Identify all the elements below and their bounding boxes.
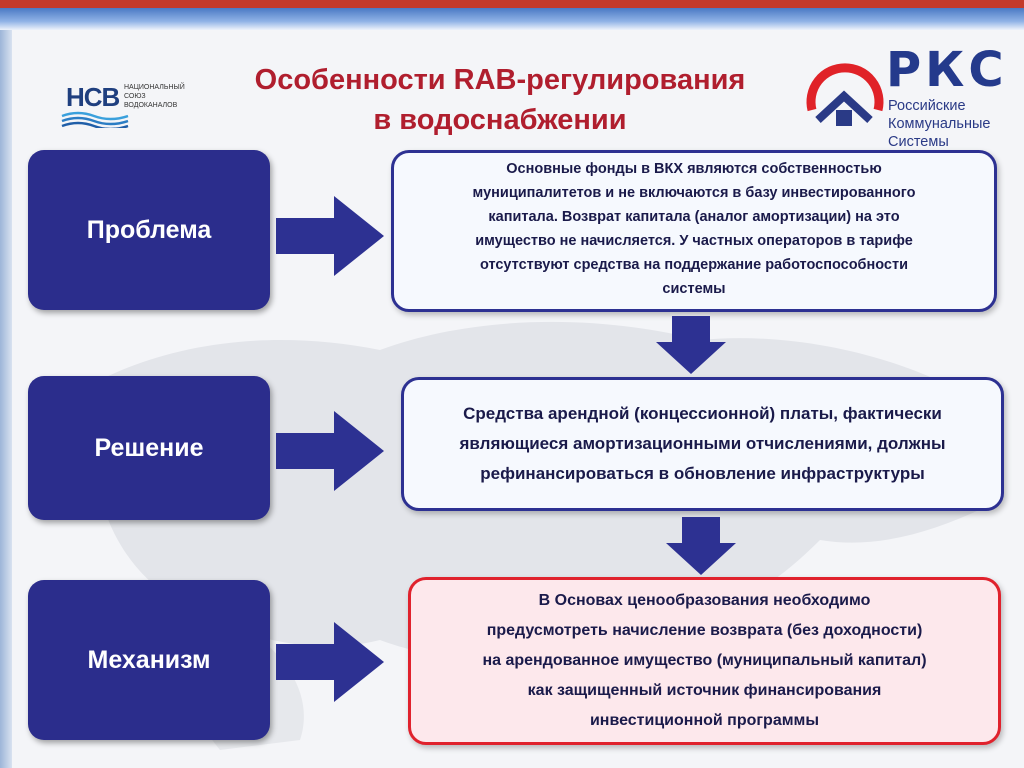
mechanism-line-1: В Основах ценообразования необходимо bbox=[538, 592, 871, 609]
arrow-right-icon bbox=[276, 196, 384, 276]
problem-line-6: системы bbox=[662, 281, 726, 297]
wave-icon bbox=[61, 111, 129, 128]
solution-description-box: Средства арендной (концессионной) платы,… bbox=[401, 377, 1004, 511]
rks-logo: РКС Российские Коммунальные Системы bbox=[798, 40, 1018, 150]
rks-logo-abbr: РКС bbox=[886, 42, 1008, 98]
mechanism-line-5: инвестиционной программы bbox=[589, 712, 820, 729]
ncb-logo-line-2: СОЮЗ bbox=[124, 93, 146, 100]
arrow-right-icon bbox=[276, 411, 384, 491]
house-arc-icon bbox=[806, 63, 884, 126]
solution-line-2: являющиеся амортизационными отчислениями… bbox=[459, 434, 946, 453]
rks-logo-line-3: Системы bbox=[888, 134, 949, 150]
mechanism-line-4: как защищенный источник финансирования bbox=[527, 682, 882, 699]
rks-logo-line-2: Коммунальные bbox=[888, 116, 991, 132]
rks-logo-line-1: Российские bbox=[888, 98, 966, 114]
left-side-band bbox=[0, 30, 12, 768]
problem-line-2: муниципалитетов и не включаются в базу и… bbox=[472, 185, 916, 201]
solution-line-3: рефинансироваться в обновление инфрастру… bbox=[480, 464, 925, 483]
label-box-mechanism: Механизм bbox=[28, 580, 270, 740]
mechanism-description-box: В Основах ценообразования необходимо пре… bbox=[408, 577, 1001, 745]
title-line-1: Особенности RAB-регулирования bbox=[254, 64, 746, 96]
ncb-logo-line-1: НАЦИОНАЛЬНЫЙ bbox=[124, 84, 185, 91]
ncb-logo-line-3: ВОДОКАНАЛОВ bbox=[124, 102, 178, 109]
label-box-solution: Решение bbox=[28, 376, 270, 520]
arrow-right-icon bbox=[276, 622, 384, 702]
ncb-logo-abbr: НСВ bbox=[66, 82, 120, 112]
problem-line-5: отсутствуют средства на поддержание рабо… bbox=[479, 257, 909, 273]
problem-line-1: Основные фонды в ВКХ являются собственно… bbox=[506, 161, 882, 177]
label-box-problem: Проблема bbox=[28, 150, 270, 310]
title-line-2: в водоснабжении bbox=[373, 104, 627, 136]
ncb-logo: НСВ НАЦИОНАЛЬНЫЙ СОЮЗ ВОДОКАНАЛОВ bbox=[60, 80, 185, 130]
problem-line-4: имущество не начисляется. У частных опер… bbox=[475, 233, 913, 249]
problem-description-box: Основные фонды в ВКХ являются собственно… bbox=[391, 150, 997, 312]
top-red-bar bbox=[0, 0, 1024, 8]
arrow-down-icon bbox=[656, 316, 726, 374]
label-solution: Решение bbox=[94, 433, 204, 462]
top-blue-band bbox=[0, 8, 1024, 30]
problem-line-3: капитала. Возврат капитала (аналог аморт… bbox=[488, 209, 900, 225]
label-problem: Проблема bbox=[86, 215, 212, 244]
solution-line-1: Средства арендной (концессионной) платы,… bbox=[463, 404, 942, 423]
mechanism-line-2: предусмотреть начисление возврата (без д… bbox=[486, 622, 923, 639]
label-mechanism: Механизм bbox=[87, 645, 211, 674]
page-title: Особенности RAB-регулирования в водоснаб… bbox=[170, 60, 830, 140]
arrow-down-icon bbox=[666, 517, 736, 575]
mechanism-line-3: на арендованное имущество (муниципальный… bbox=[482, 652, 927, 669]
